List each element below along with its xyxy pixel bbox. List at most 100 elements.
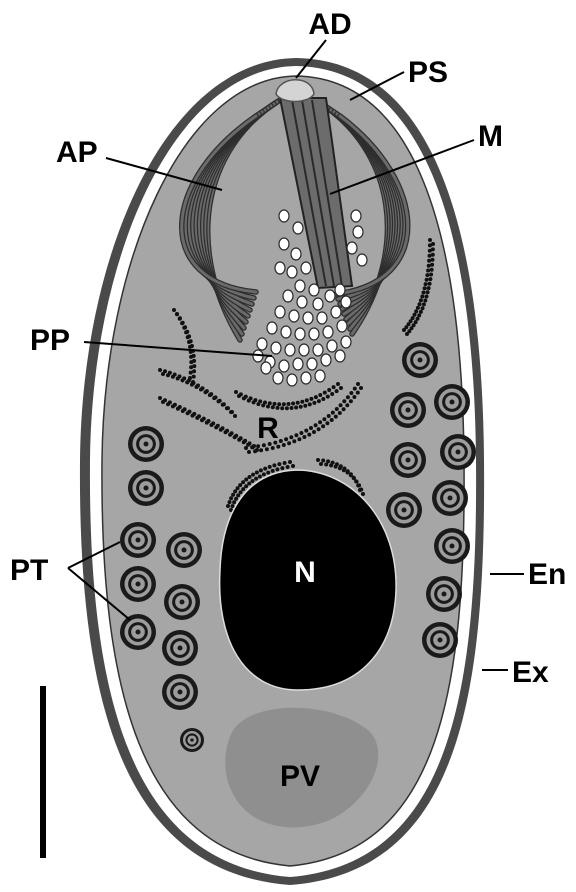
- ribosome-dot: [253, 449, 257, 453]
- ribosome-dot: [335, 389, 339, 393]
- ribosome-dot: [330, 418, 334, 422]
- ribosome-dot: [317, 427, 321, 431]
- ribosome-dot: [332, 385, 336, 389]
- ribosome-dot: [190, 383, 194, 387]
- ribosome-dot: [200, 418, 204, 422]
- ribosome-dot: [195, 385, 199, 389]
- ribosome-dot: [275, 467, 279, 471]
- ribosome-dot: [322, 417, 326, 421]
- ribosome-dot: [338, 411, 342, 415]
- ribosome-dot: [233, 489, 237, 493]
- vesicle: [303, 312, 313, 324]
- vesicle: [261, 362, 271, 374]
- ribosome-dot: [425, 278, 429, 282]
- ribosome-dot: [262, 472, 266, 476]
- ribosome-dot: [282, 402, 286, 406]
- ribosome-dot: [299, 405, 303, 409]
- ribosome-dot: [431, 253, 435, 257]
- ribosome-dot: [189, 371, 193, 375]
- ribosome-dot: [294, 406, 298, 410]
- ribosome-dot: [299, 431, 303, 435]
- label-exospore: Ex: [512, 656, 549, 689]
- ribosome-dot: [321, 424, 325, 428]
- ribosome-dot: [288, 460, 292, 464]
- vesicle: [335, 284, 345, 296]
- ribosome-dot: [181, 378, 185, 382]
- vesicle: [273, 372, 283, 384]
- ribosome-dot: [427, 286, 431, 290]
- ribosome-dot: [176, 377, 180, 381]
- ribosome-dot: [304, 429, 308, 433]
- ribosome-dot: [250, 445, 254, 449]
- vesicle: [335, 350, 345, 362]
- ribosome-dot: [290, 406, 294, 410]
- ribosome-dot: [271, 405, 275, 409]
- ribosome-dot: [204, 390, 208, 394]
- ribosome-dot: [291, 402, 295, 406]
- ribosome-dot: [356, 382, 360, 386]
- ribosome-dot: [282, 443, 286, 447]
- vesicle: [321, 354, 331, 366]
- ribosome-dot: [228, 433, 232, 437]
- vesicle: [279, 238, 289, 250]
- ribosome-dot: [353, 387, 357, 391]
- ribosome-dot: [259, 468, 263, 472]
- ribosome-dot: [226, 504, 230, 508]
- ribosome-dot: [242, 440, 246, 444]
- ribosome-dot: [247, 482, 251, 486]
- ribosome-dot: [241, 480, 245, 484]
- ribosome-dot: [291, 464, 295, 468]
- ribosome-dot: [205, 421, 209, 425]
- ribosome-dot: [309, 426, 313, 430]
- ribosome-dot: [172, 308, 176, 312]
- ribosome-dot: [234, 497, 238, 501]
- ribosome-dot: [426, 290, 430, 294]
- ribosome-dot: [423, 286, 427, 290]
- ribosome-dot: [280, 406, 284, 410]
- ribosome-dot: [233, 414, 237, 418]
- ribosome-dot: [309, 397, 313, 401]
- ribosome-dot: [431, 242, 435, 246]
- ribosome-dot: [327, 414, 331, 418]
- ribosome-dot: [324, 463, 328, 467]
- ribosome-dot: [166, 373, 170, 377]
- ribosome-dot: [266, 405, 270, 409]
- ribosome-dot: [294, 433, 298, 437]
- ribosome-dot: [422, 302, 426, 306]
- ribosome-dot: [314, 395, 318, 399]
- label-ribosomes: R: [257, 412, 279, 445]
- ribosome-dot: [239, 490, 243, 494]
- ribosome-dot: [334, 465, 338, 469]
- ribosome-dot: [210, 423, 214, 427]
- ribosome-dot: [349, 399, 353, 403]
- ribosome-dot: [312, 401, 316, 405]
- ribosome-dot: [359, 386, 363, 390]
- ribosome-dot: [307, 433, 311, 437]
- ribosome-dot: [161, 400, 165, 404]
- ribosome-dot: [413, 313, 417, 317]
- ribosome-dot: [318, 393, 322, 397]
- ribosome-dot: [265, 447, 269, 451]
- ribosome-dot: [349, 391, 353, 395]
- ribosome-dot: [237, 394, 241, 398]
- ribosome-dot: [261, 403, 265, 407]
- ribosome-dot: [339, 386, 343, 390]
- ribosome-dot: [181, 321, 185, 325]
- vesicle: [289, 310, 299, 322]
- ribosome-dot: [192, 369, 196, 373]
- ribosome-dot: [273, 402, 277, 406]
- ribosome-dot: [158, 368, 162, 372]
- ribosome-dot: [195, 416, 199, 420]
- ribosome-dot: [254, 477, 258, 481]
- ribosome-dot: [276, 445, 280, 449]
- ribosome-dot: [427, 259, 431, 263]
- vesicle: [353, 226, 363, 238]
- vesicle: [323, 326, 333, 338]
- vesicle: [267, 322, 277, 334]
- ribosome-dot: [233, 435, 237, 439]
- ribosome-dot: [181, 409, 185, 413]
- ribosome-dot: [232, 500, 236, 504]
- vesicle: [279, 360, 289, 372]
- vesicle: [357, 254, 367, 266]
